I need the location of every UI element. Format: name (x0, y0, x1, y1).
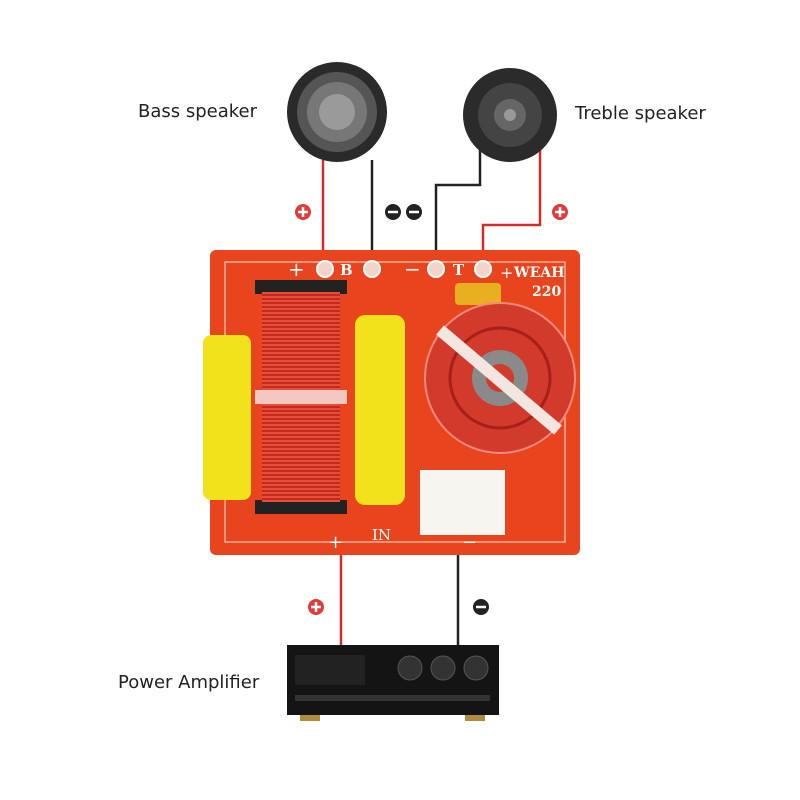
treble-negative-wire (434, 150, 482, 268)
board-model-line1: WEAH (513, 265, 564, 281)
small-capacitor (455, 283, 501, 305)
resistor (420, 470, 505, 535)
minus-circle-icon (473, 599, 489, 615)
treble-speaker-label: Treble speaker (575, 103, 706, 124)
board-minus-mark: − (404, 257, 421, 281)
board-plus-mark: + (288, 257, 305, 281)
board-treble-mark: T (453, 261, 465, 279)
plus-circle-icon (308, 599, 324, 615)
plus-circle-icon (552, 204, 568, 220)
minus-circle-icon (385, 204, 401, 220)
board-plus-mark-2: + (500, 263, 513, 282)
bass-inductor (255, 280, 347, 514)
treble-inductor (424, 302, 576, 454)
treble-positive-wire (481, 150, 542, 268)
terminals (316, 260, 492, 278)
board-input-plus: + (328, 532, 343, 553)
wires (321, 150, 542, 648)
board-input-minus: − (462, 532, 477, 553)
board-model-line2: 220 (532, 284, 561, 300)
bass-speaker-label: Bass speaker (138, 101, 258, 122)
minus-circle-icon (406, 204, 422, 220)
board-bass-mark: B (340, 261, 353, 279)
plus-circle-icon (295, 204, 311, 220)
left-capacitor (203, 335, 251, 500)
board-input-label: IN (372, 526, 391, 544)
crossover-board: + B − T + WEAH 220 IN + − (203, 250, 580, 555)
middle-capacitor (355, 315, 405, 505)
bass-speaker (287, 62, 387, 162)
treble-speaker (463, 68, 557, 162)
power-amplifier-label: Power Amplifier (118, 672, 260, 693)
power-amplifier (287, 645, 499, 721)
